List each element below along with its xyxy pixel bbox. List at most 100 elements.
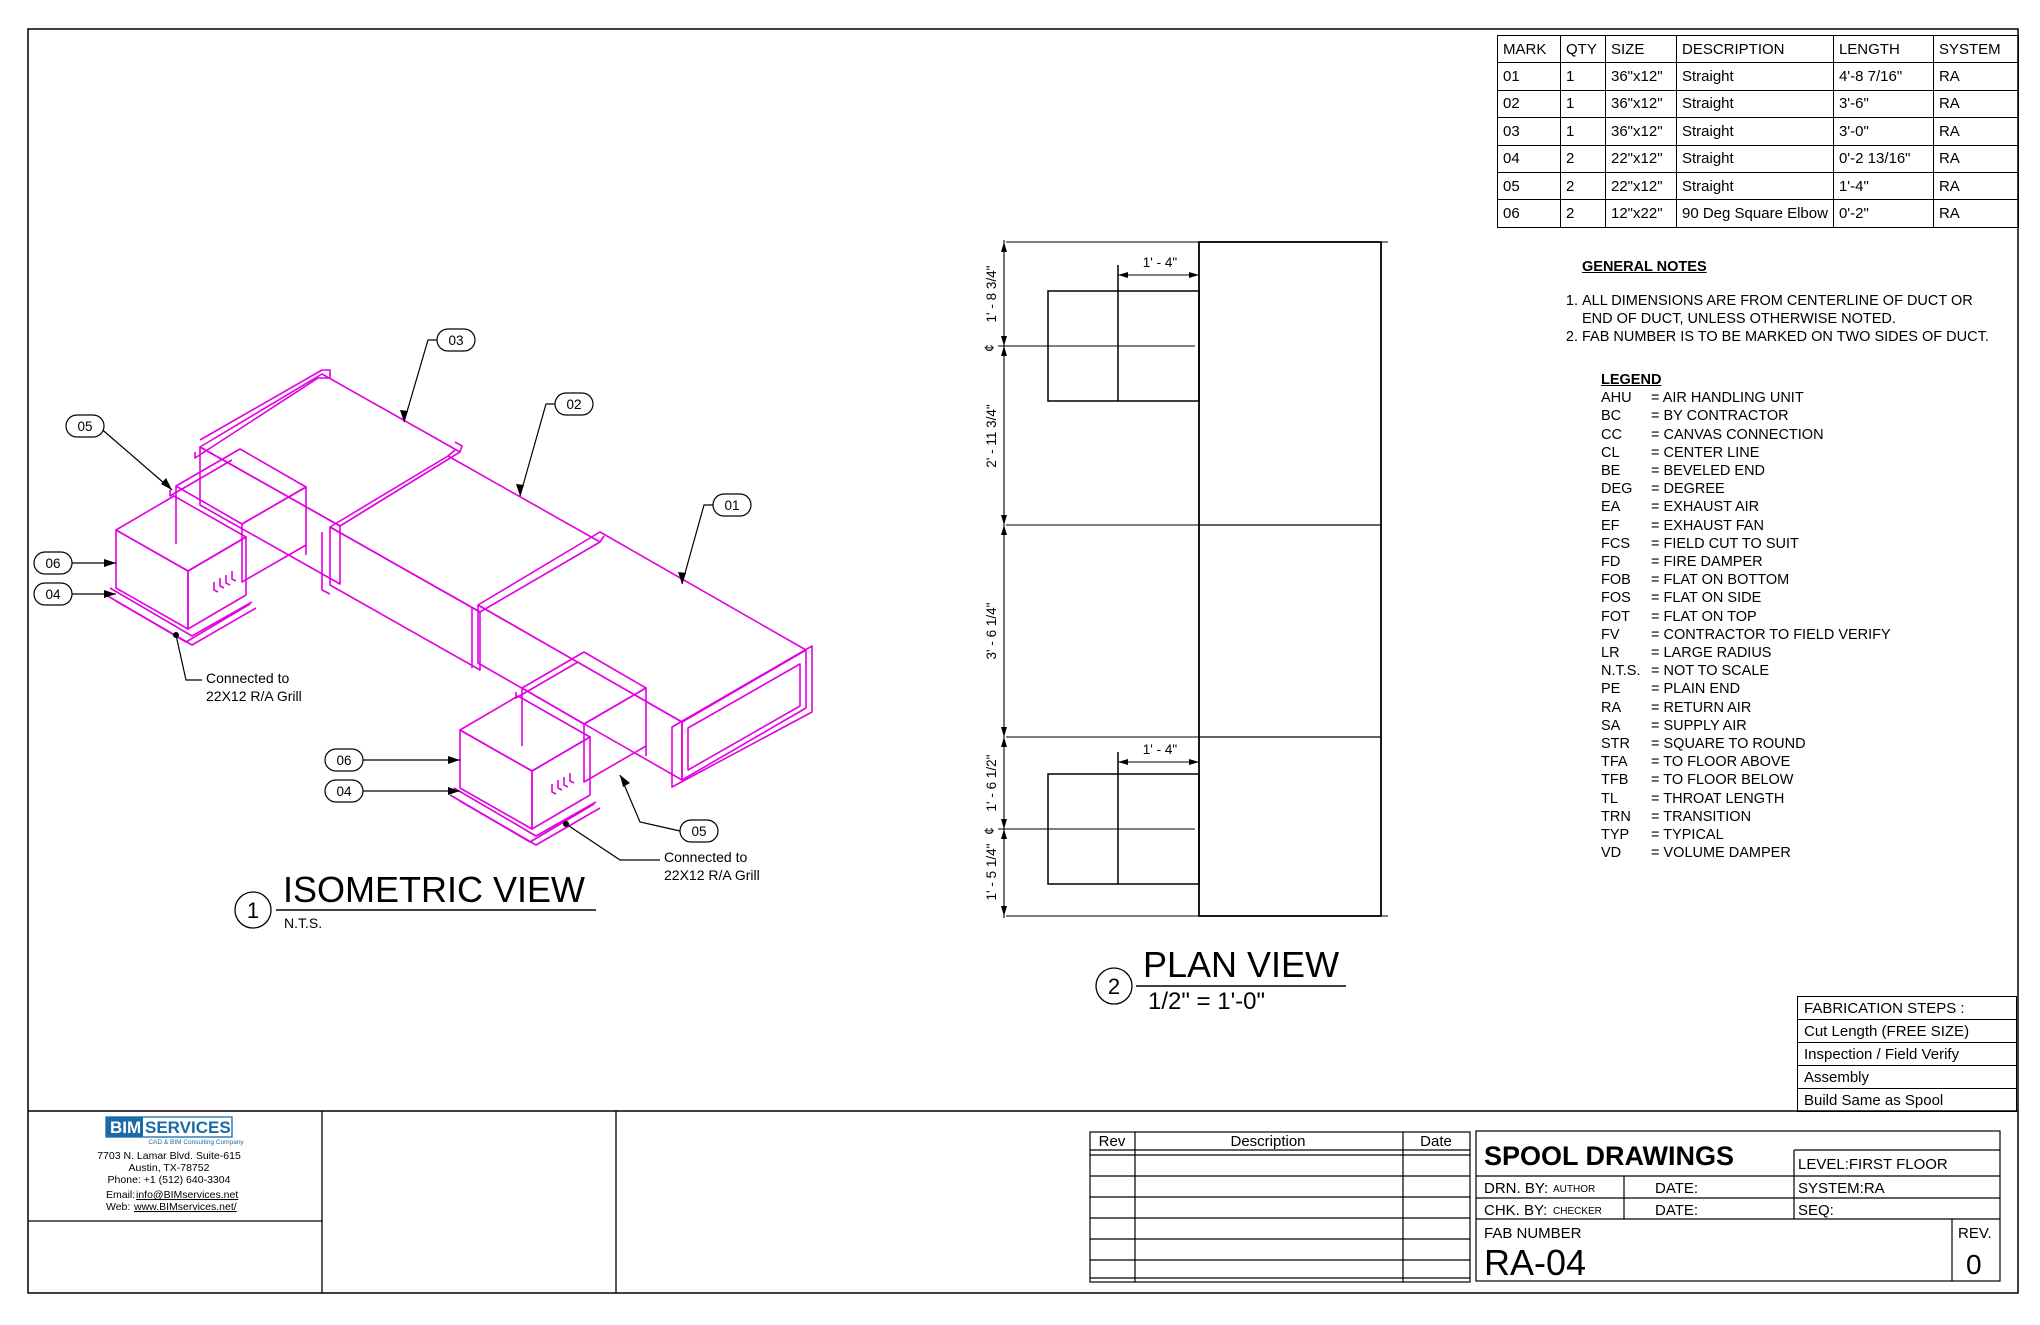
- schedule-cell: 4'-8 7/16": [1832, 62, 1934, 91]
- schedule-header: DESCRIPTION: [1676, 34, 1834, 64]
- schedule-cell: 1: [1560, 89, 1606, 119]
- legend-abbr: RA: [1601, 699, 1622, 716]
- iso-view-number: 1: [247, 898, 259, 923]
- tag-04-lower: 04: [336, 784, 352, 799]
- company-email-link[interactable]: info@BIMservices.net: [136, 1189, 238, 1201]
- system-value: SYSTEM:RA: [1798, 1180, 1885, 1197]
- schedule-cell: 2: [1560, 171, 1606, 201]
- legend-row: TYP= TYPICAL: [1601, 826, 1891, 844]
- general-notes-title: GENERAL NOTES: [1582, 259, 1707, 275]
- fab-number-label: FAB NUMBER: [1484, 1225, 1582, 1242]
- grill-note-lower-1: Connected to: [664, 849, 747, 865]
- legend-row: CL= CENTER LINE: [1601, 444, 1891, 462]
- plan-dim-5: 1' - 5 1/4": [984, 843, 999, 900]
- company-email-label: Email:: [106, 1189, 135, 1201]
- fab-step-row: FABRICATION STEPS :: [1797, 996, 2017, 1020]
- schedule-cell: 22"x12": [1605, 144, 1677, 173]
- schedule-cell: Straight: [1676, 144, 1834, 173]
- duct-schedule-table: MARK QTY SIZE DESCRIPTION LENGTH SYSTEM …: [1497, 34, 2019, 228]
- chk-label: CHK. BY:: [1484, 1202, 1547, 1219]
- schedule-cell: 36"x12": [1605, 117, 1677, 146]
- legend-desc: = VOLUME DAMPER: [1651, 845, 1791, 862]
- plan-dim-arrows: [1001, 242, 1199, 916]
- schedule-header-row: MARK QTY SIZE DESCRIPTION LENGTH SYSTEM: [1497, 34, 2019, 64]
- plan-dim-1: 1' - 8 3/4": [984, 265, 999, 322]
- rev-col-date: Date: [1420, 1133, 1452, 1150]
- schedule-cell: 2: [1560, 144, 1606, 173]
- legend-row: RA= RETURN AIR: [1601, 699, 1891, 717]
- legend-abbr: CC: [1601, 426, 1622, 443]
- schedule-cell: Straight: [1676, 117, 1834, 146]
- legend-abbr: TL: [1601, 790, 1618, 807]
- legend-desc: = BY CONTRACTOR: [1651, 408, 1789, 425]
- legend-abbr: FOB: [1601, 572, 1631, 589]
- plan-view-number: 2: [1108, 974, 1120, 999]
- legend-desc: = LARGE RADIUS: [1651, 645, 1772, 662]
- schedule-cell: 90 Deg Square Elbow: [1676, 199, 1834, 228]
- legend-row: DEG = DEGREE: [1601, 480, 1891, 498]
- legend-title: LEGEND: [1601, 372, 1662, 388]
- legend-row: TL= THROAT LENGTH: [1601, 790, 1891, 808]
- legend-desc: = TYPICAL: [1651, 827, 1724, 844]
- legend-row: VD= VOLUME DAMPER: [1601, 844, 1891, 862]
- tag-05-lower: 05: [691, 824, 706, 839]
- plan-dim-4: 1' - 6 1/2": [984, 754, 999, 811]
- isometric-duct-drawing: [105, 369, 813, 846]
- iso-view-title: ISOMETRIC VIEW: [283, 869, 585, 910]
- company-web-link[interactable]: www.BIMservices.net/: [133, 1201, 237, 1213]
- tag-06-lower: 06: [336, 753, 351, 768]
- tag-04-upper: 04: [45, 587, 61, 602]
- fab-step-row: Inspection / Field Verify: [1797, 1042, 2017, 1066]
- schedule-header: MARK: [1497, 34, 1561, 64]
- schedule-cell: 04: [1497, 144, 1561, 173]
- grill-note-upper-2: 22X12 R/A Grill: [206, 688, 302, 704]
- legend-desc: = CANVAS CONNECTION: [1651, 426, 1824, 443]
- schedule-cell: RA: [1932, 117, 2019, 146]
- plan-cl-mark-upper: ¢: [982, 344, 997, 352]
- legend-abbr: STR: [1601, 736, 1630, 753]
- legend-abbr: SA: [1601, 717, 1621, 734]
- legend-desc: = NOT TO SCALE: [1651, 663, 1770, 680]
- schedule-cell: 22"x12": [1605, 171, 1677, 201]
- schedule-cell: RA: [1932, 144, 2019, 173]
- schedule-cell: Straight: [1676, 171, 1834, 201]
- fab-step: Cut Length (FREE SIZE): [1797, 1019, 2017, 1043]
- rev-col-description: Description: [1230, 1133, 1305, 1150]
- iso-leaders: [70, 339, 713, 861]
- fabrication-steps-table: FABRICATION STEPS :Cut Length (FREE SIZE…: [1797, 996, 2017, 1112]
- schedule-cell: RA: [1932, 89, 2019, 119]
- schedule-cell: 0'-2 13/16": [1832, 144, 1934, 173]
- logo-tagline: CAD & BIM Consulting Company: [148, 1139, 244, 1146]
- legend-abbr: EA: [1601, 499, 1621, 516]
- legend-abbr: FCS: [1601, 535, 1630, 552]
- legend-row: SA= SUPPLY AIR: [1601, 717, 1891, 735]
- legend-desc: = FLAT ON SIDE: [1651, 590, 1762, 607]
- schedule-cell: 06: [1497, 199, 1561, 228]
- legend-abbr: BE: [1601, 463, 1621, 480]
- fab-step-row: Cut Length (FREE SIZE): [1797, 1019, 2017, 1043]
- legend-row: EF= EXHAUST FAN: [1601, 517, 1891, 535]
- legend-row: TFA= TO FLOOR ABOVE: [1601, 753, 1891, 771]
- tag-06-upper: 06: [45, 556, 60, 571]
- schedule-header: SIZE: [1605, 34, 1677, 64]
- schedule-cell: RA: [1932, 62, 2019, 91]
- legend-abbr: DEG: [1601, 481, 1633, 498]
- legend-desc: = DEGREE: [1651, 481, 1725, 498]
- legend-desc: = TO FLOOR ABOVE: [1651, 754, 1791, 771]
- grill-note-lower-2: 22X12 R/A Grill: [664, 867, 760, 883]
- plan-dim-2: 2' - 11 3/4": [984, 404, 999, 468]
- company-phone: Phone: +1 (512) 640-3304: [108, 1174, 231, 1186]
- rev-col-rev: Rev: [1099, 1133, 1126, 1150]
- logo-bim: BIM: [110, 1118, 141, 1137]
- legend-row: TFB= TO FLOOR BELOW: [1601, 771, 1891, 789]
- legend-desc: = FLAT ON BOTTOM: [1651, 572, 1790, 589]
- legend-desc: = AIR HANDLING UNIT: [1651, 390, 1804, 407]
- schedule-cell: 12"x22": [1605, 199, 1677, 228]
- schedule-cell: 36"x12": [1605, 89, 1677, 119]
- legend-abbr: FV: [1601, 626, 1620, 643]
- title-block: [1475, 1130, 2001, 1282]
